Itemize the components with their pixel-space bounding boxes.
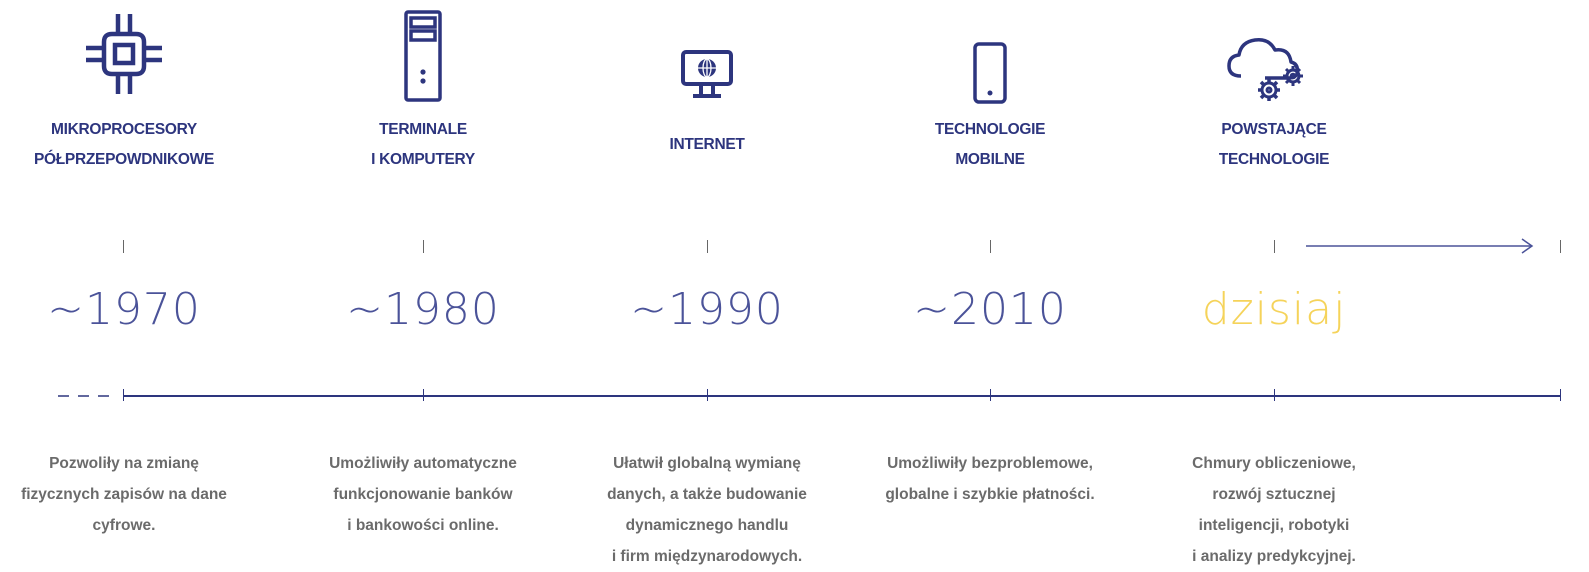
timeline-axis bbox=[123, 395, 1560, 397]
axis-tick bbox=[1560, 389, 1561, 401]
era-title: TECHNOLOGIE MOBILNE bbox=[850, 115, 1130, 175]
timeline-dashes bbox=[58, 395, 109, 397]
era-year: dzisiaj bbox=[1201, 284, 1347, 335]
era-description-line: Pozwoliły na zmianę bbox=[49, 455, 199, 472]
era-description: Pozwoliły na zmianę fizycznych zapisów n… bbox=[0, 448, 264, 541]
axis-tick bbox=[990, 389, 991, 401]
upper-tick bbox=[707, 240, 708, 253]
axis-tick bbox=[1274, 389, 1275, 401]
era-1990: INTERNET ~1990 Ułatwił globalną wymianę … bbox=[567, 0, 847, 565]
era-description-line: dynamicznego handlu bbox=[625, 517, 789, 534]
era-title: INTERNET bbox=[567, 130, 847, 160]
upper-tick bbox=[423, 240, 424, 253]
era-description-line: rozwój sztucznej bbox=[1212, 486, 1336, 503]
era-title: TERMINALE I KOMPUTERY bbox=[283, 115, 563, 175]
era-title-line: TECHNOLOGIE bbox=[1218, 151, 1330, 168]
era-description-line: globalne i szybkie płatności. bbox=[885, 486, 1095, 503]
era-title: POWSTAJĄCE TECHNOLOGIE bbox=[1134, 115, 1414, 175]
era-description-line: inteligencji, robotyki bbox=[1198, 517, 1350, 534]
axis-tick bbox=[707, 389, 708, 401]
microchip-icon bbox=[86, 14, 162, 94]
era-title-line: PÓŁPRZEPOWDNIKOWE bbox=[33, 151, 215, 168]
era-description-line: cyfrowe. bbox=[92, 517, 156, 534]
era-description-line: i firm międzynarodowych. bbox=[611, 548, 803, 565]
era-1970: MIKROPROCESORY PÓŁPRZEPOWDNIKOWE ~1970 P… bbox=[0, 0, 264, 563]
era-description-line: Ułatwił globalną wymianę bbox=[613, 455, 801, 472]
era-description-line: Chmury obliczeniowe, bbox=[1192, 455, 1356, 472]
era-2010: TECHNOLOGIE MOBILNE ~2010 Umożliwiły bez… bbox=[850, 0, 1130, 563]
globe-monitor-icon bbox=[681, 50, 733, 98]
era-description: Umożliwiły automatyczne funkcjonowanie b… bbox=[283, 448, 563, 541]
cloud-gears-icon bbox=[1227, 37, 1303, 101]
era-description-line: danych, a także budowanie bbox=[607, 486, 807, 503]
era-year: ~1970 bbox=[47, 284, 201, 335]
computer-tower-icon bbox=[404, 10, 442, 102]
era-title-line: POWSTAJĄCE bbox=[1221, 121, 1327, 138]
era-1980: TERMINALE I KOMPUTERY ~1980 Umożliwiły a… bbox=[283, 0, 563, 563]
era-title-line: TECHNOLOGIE bbox=[934, 121, 1046, 138]
axis-tick bbox=[123, 389, 124, 401]
upper-tick bbox=[1560, 240, 1561, 253]
upper-tick bbox=[123, 240, 124, 253]
era-description-line: Umożliwiły bezproblemowe, bbox=[887, 455, 1093, 472]
era-description: Ułatwił globalną wymianę danych, a także… bbox=[567, 448, 847, 572]
era-title-line: MIKROPROCESORY bbox=[51, 121, 197, 138]
era-title-line: MOBILNE bbox=[955, 151, 1025, 168]
era-description: Umożliwiły bezproblemowe, globalne i szy… bbox=[850, 448, 1130, 510]
era-title: MIKROPROCESORY PÓŁPRZEPOWDNIKOWE bbox=[0, 115, 264, 175]
upper-tick bbox=[990, 240, 991, 253]
era-year: ~2010 bbox=[913, 284, 1067, 335]
era-description-line: funkcjonowanie banków bbox=[333, 486, 513, 503]
era-title-line: INTERNET bbox=[669, 136, 745, 153]
smartphone-icon bbox=[973, 42, 1007, 104]
era-title-line: I KOMPUTERY bbox=[371, 151, 475, 168]
era-title-line: TERMINALE bbox=[379, 121, 467, 138]
era-year: ~1980 bbox=[346, 284, 500, 335]
arrow-right-icon bbox=[1306, 238, 1534, 254]
era-description-line: i analizy predykcyjnej. bbox=[1192, 548, 1356, 565]
upper-tick bbox=[1274, 240, 1275, 253]
era-description: Chmury obliczeniowe, rozwój sztucznej in… bbox=[1134, 448, 1414, 572]
axis-tick bbox=[423, 389, 424, 401]
era-today: POWSTAJĄCE TECHNOLOGIE dzisiaj Chmury ob… bbox=[1134, 0, 1414, 565]
era-description-line: i bankowości online. bbox=[347, 517, 499, 534]
era-description-line: fizycznych zapisów na dane bbox=[21, 486, 227, 503]
era-description-line: Umożliwiły automatyczne bbox=[329, 455, 517, 472]
era-year: ~1990 bbox=[630, 284, 784, 335]
